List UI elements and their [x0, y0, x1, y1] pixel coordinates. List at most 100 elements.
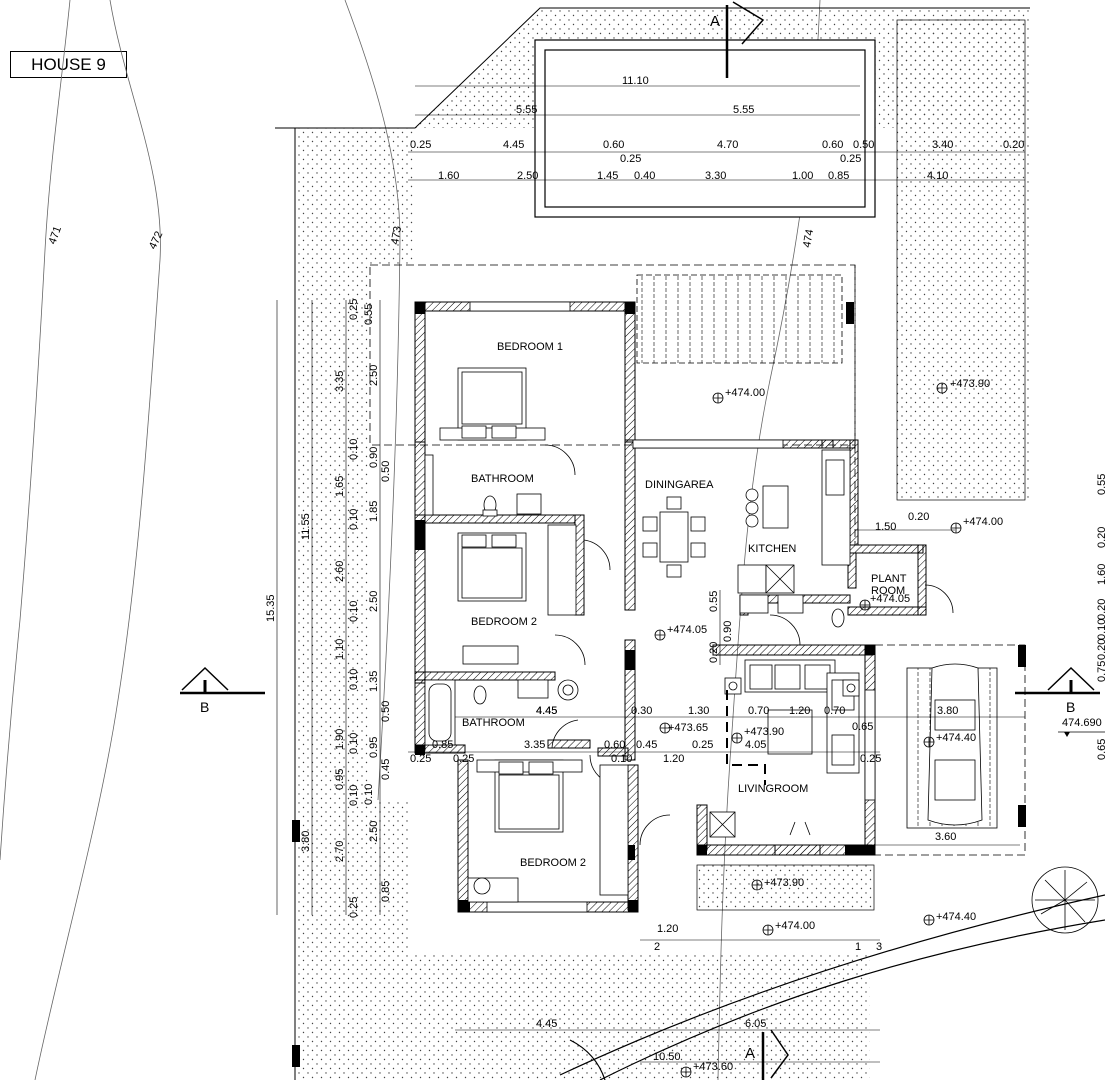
contour-472-label: 472: [147, 230, 166, 252]
dim-r2-3: 0.45: [636, 739, 657, 751]
dim-inner: 0.90: [722, 621, 734, 642]
dim-r3-1: 6.05: [745, 1018, 766, 1030]
dim-left-a: 11.55: [300, 513, 312, 540]
level-road-a: +474.40: [936, 732, 976, 744]
rug-outline: [726, 690, 766, 785]
level-entry-b: +473.90: [744, 726, 784, 738]
section-label-b-right: B: [1066, 699, 1075, 715]
level-front-a: +474.00: [775, 920, 815, 932]
contour-labels: 471 472 473 474: [47, 225, 817, 252]
dim-pool-total: 11.10: [622, 75, 649, 87]
dim-left-b: 2.60: [334, 561, 346, 582]
swimming-pool: [534, 39, 876, 218]
level-living-front: +473.90: [764, 877, 804, 889]
wall-columns: [415, 302, 875, 912]
bottom-dimensions-rendered: 4.45 0.30 1.30 0.70 1.20 0.70 3.80 0.65 …: [410, 705, 958, 1063]
marker-2: 2: [654, 941, 660, 953]
section-marker-b-left: B: [180, 666, 265, 715]
level-triangle-icon: [1064, 732, 1070, 737]
dim-top-r2: 1.00: [792, 170, 813, 182]
bathtub-icon: [424, 679, 579, 746]
dim-r2-10: 0.25: [860, 753, 881, 765]
level-marker-icon: [950, 522, 962, 534]
dim-r2-9: 1.20: [663, 753, 684, 765]
dim-inner: 0.55: [708, 591, 720, 612]
marker-1: 1: [855, 941, 861, 953]
dim-left-c: 0.90: [368, 447, 380, 468]
room-label-bedroom-2-mid: BEDROOM 2: [471, 616, 537, 628]
bed-icon: [457, 524, 577, 665]
level-road-b: 474.690: [1062, 717, 1102, 729]
dim-left-c: 1.85: [368, 501, 380, 522]
section-label-a-top: A: [710, 13, 720, 30]
dim-top-r2: 0.85: [828, 170, 849, 182]
dim-right: 0.10: [1096, 619, 1105, 640]
level-marker-icon: [680, 1066, 692, 1078]
dim-top-r1: 0.25: [620, 153, 641, 165]
room-label-plant-room: ROOM: [871, 585, 905, 597]
dim-top-r1: 4.45: [503, 139, 524, 151]
dim-top-r2: 0.40: [634, 170, 655, 182]
level-east-garden: +473.90: [950, 378, 990, 390]
dim-r1-4: 1.20: [789, 705, 810, 717]
room-label-bathroom-top: BATHROOM: [471, 473, 534, 485]
level-labels: +474.00 +473.90 +474.00 +474.05 +474.05 …: [667, 378, 1102, 1073]
dim-top-r1: 0.60: [822, 139, 843, 151]
fireplace-icon: [789, 821, 811, 836]
site-boundary: [275, 7, 1030, 129]
level-marker-icon: [712, 392, 724, 404]
contour-472: [34, 0, 161, 1080]
dim-pool-half-a: 5.55: [516, 104, 537, 116]
level-marker-icon: [923, 736, 935, 748]
dim-r2-0: 0.85: [432, 739, 453, 751]
level-marker-icon: [762, 924, 774, 936]
tree-icon: [1031, 866, 1099, 934]
level-plant-room: +474.05: [870, 593, 910, 605]
dim-pool-half-b: 5.55: [733, 104, 754, 116]
level-markers: [654, 382, 962, 1078]
section-marker-a-top: A: [710, 1, 765, 78]
level-hall: +474.05: [667, 624, 707, 636]
inner-dimensions: 1.50 0.20 0.55 0.90 0.20 3.60 1.20: [657, 511, 956, 935]
section-label-a-bottom: A: [745, 1045, 755, 1062]
dim-right: 0.75: [1096, 661, 1105, 682]
dim-left-c: 2.50: [368, 365, 380, 386]
dim-left-c: 2.50: [368, 821, 380, 842]
section-marker-b-right: B: [1015, 666, 1100, 715]
dim-left-total: 15.35: [265, 594, 277, 622]
dim-left-b: 0.95: [334, 769, 346, 790]
east-lawn: [896, 19, 1026, 501]
section-marker-a-bottom: A: [745, 1029, 789, 1080]
dim-r1-0: 4.45: [536, 705, 557, 717]
level-bottom: +473.60: [693, 1061, 733, 1073]
wall-post: [1018, 645, 1026, 667]
dim-top-r1: 0.25: [840, 153, 861, 165]
level-marker-icon: [751, 879, 763, 891]
level-marker-icon: [731, 732, 743, 744]
dim-left-d: 0.55: [363, 304, 375, 325]
wall-post: [292, 1045, 300, 1067]
dim-bottom-r1: 4.45: [536, 705, 557, 717]
dim-r2-2: 0.60: [604, 739, 625, 751]
level-entry-a: +473.65: [668, 722, 708, 734]
dim-top-r2: 4.10: [927, 170, 948, 182]
dim-right: 0.20: [1096, 527, 1105, 548]
contour-473: [344, 0, 401, 801]
right-edge-dimensions: 0.55 0.20 1.60 0.20 0.10 0.20 0.75 0.65: [1096, 474, 1105, 760]
dim-r1-1: 0.30: [631, 705, 652, 717]
carport: [874, 644, 1026, 856]
dim-left-b: 3.35: [334, 371, 346, 392]
dim-left-c: 0.10: [348, 785, 360, 806]
room-label-bathroom-lower: BATHROOM: [462, 717, 525, 729]
dim-left-d: 0.50: [380, 701, 392, 722]
dim-top-r2: 3.30: [705, 170, 726, 182]
dim-top-r1: 0.25: [410, 139, 431, 151]
dim-inner: 3.60: [935, 831, 956, 843]
dim-r3-0: 4.45: [536, 1018, 557, 1030]
dim-r2-1: 3.35: [524, 739, 545, 751]
dim-r2-8: 0.10: [611, 753, 632, 765]
dim-right: 0.20: [1096, 639, 1105, 660]
dim-top-r1: 0.20: [1003, 139, 1024, 151]
dim-r3-2: 10.50: [653, 1051, 681, 1063]
bottom-dimensions: 4.45: [536, 705, 557, 717]
